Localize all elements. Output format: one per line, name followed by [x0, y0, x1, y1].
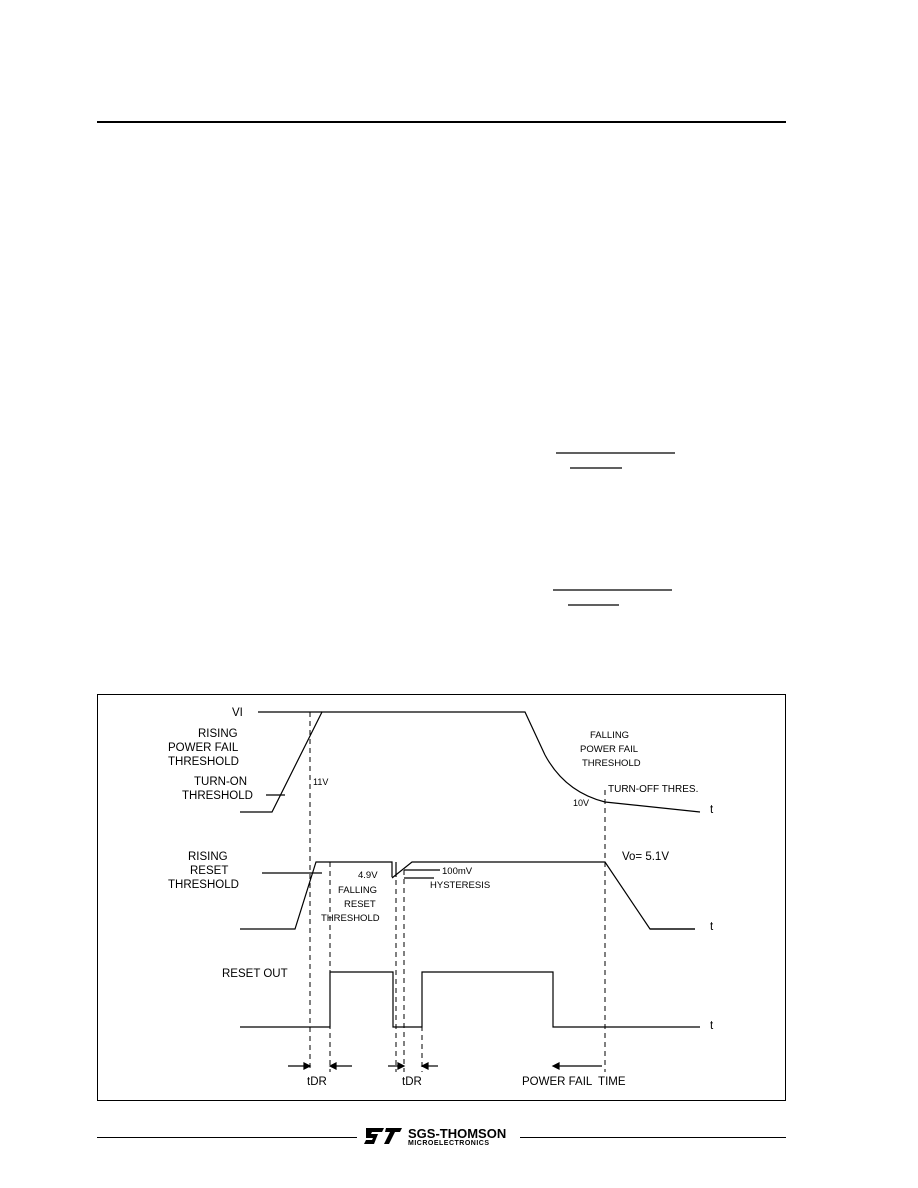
vo-waveform-rise [240, 861, 393, 930]
label-tdr-1: tDR [307, 1076, 327, 1088]
timing-diagram-frame [97, 694, 786, 1101]
label-power-fail-time: POWER FAIL TIME [522, 1076, 626, 1088]
label-vi: VI [232, 707, 243, 719]
tdr-1-right-arrowhead [328, 1062, 337, 1070]
label-rising-reset-3: THRESHOLD [168, 879, 239, 891]
power-fail-time-arrowhead [551, 1062, 560, 1070]
header-rule [97, 121, 786, 123]
vo-waveform-recover [391, 861, 695, 930]
label-t-mid: t [710, 921, 714, 933]
tdr-1-left-arrowhead [303, 1062, 312, 1070]
footer-logo: SGS-THOMSON MICROELECTRONICS [362, 1124, 514, 1150]
formula-bars [553, 452, 675, 606]
brand-subtitle: MICROELECTRONICS [408, 1140, 490, 1147]
st-logo-icon [364, 1128, 402, 1144]
label-t-bottom: t [710, 1020, 714, 1032]
footer-rule-left [97, 1137, 357, 1138]
label-10v: 10V [573, 798, 589, 808]
label-rising-reset-1: RISING [188, 851, 228, 863]
label-turn-off: TURN-OFF THRES. [608, 784, 698, 795]
label-falling-pf-3: THRESHOLD [582, 758, 641, 769]
label-4-9v: 4.9V [358, 870, 378, 881]
label-falling-pf-1: FALLING [590, 730, 629, 741]
label-vo: Vo= 5.1V [622, 851, 669, 863]
label-hysteresis: HYSTERESIS [430, 880, 490, 891]
label-rising-pf-1: RISING [198, 728, 238, 740]
label-t-top: t [710, 804, 714, 816]
reset-out-waveform [240, 971, 700, 1028]
label-100mv: 100mV [442, 866, 473, 877]
vi-waveform [240, 711, 546, 813]
brand-name: SGS-THOMSON [408, 1126, 507, 1141]
label-falling-reset-1: FALLING [338, 885, 377, 896]
label-rising-reset-2: RESET [190, 865, 228, 877]
label-turn-on-2: THRESHOLD [182, 790, 253, 802]
label-rising-pf-3: THRESHOLD [168, 756, 239, 768]
tdr-2-right-arrowhead [420, 1062, 429, 1070]
label-reset-out: RESET OUT [222, 968, 288, 980]
label-tdr-2: tDR [402, 1076, 422, 1088]
tdr-2-left-arrowhead [397, 1062, 406, 1070]
label-falling-pf-2: POWER FAIL [580, 744, 638, 755]
label-turn-on-1: TURN-ON [194, 776, 247, 788]
label-falling-reset-3: THRESHOLD [321, 913, 380, 924]
label-11v: 11V [313, 777, 328, 787]
label-falling-reset-2: RESET [344, 899, 376, 910]
footer-rule-right [520, 1137, 786, 1138]
label-rising-pf-2: POWER FAIL [168, 742, 239, 754]
